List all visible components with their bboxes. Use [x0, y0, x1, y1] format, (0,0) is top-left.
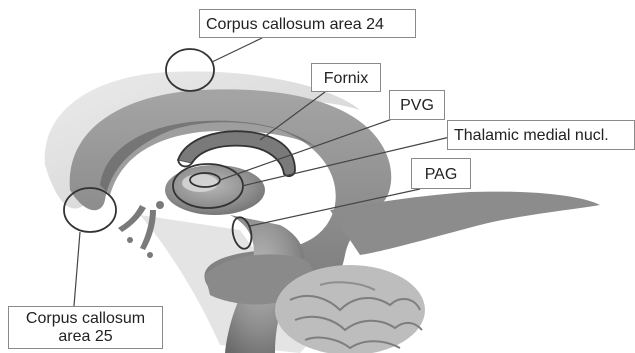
label-pvg: PVG: [389, 90, 445, 120]
label-cc25-line1: Corpus callosum: [13, 310, 158, 328]
label-thalamic-medial-nucl: Thalamic medial nucl.: [447, 120, 635, 150]
thalamus-highlight: [182, 174, 218, 192]
label-pag: PAG: [411, 158, 471, 189]
label-corpus-callosum-24: Corpus callosum area 24: [199, 9, 416, 38]
cerebellum: [275, 265, 425, 353]
label-corpus-callosum-25: Corpus callosum area 25: [8, 306, 163, 349]
label-cc25-line2: area 25: [13, 328, 158, 346]
leader-cc24: [212, 38, 262, 62]
label-fornix: Fornix: [311, 63, 381, 92]
leader-cc25: [74, 232, 80, 306]
